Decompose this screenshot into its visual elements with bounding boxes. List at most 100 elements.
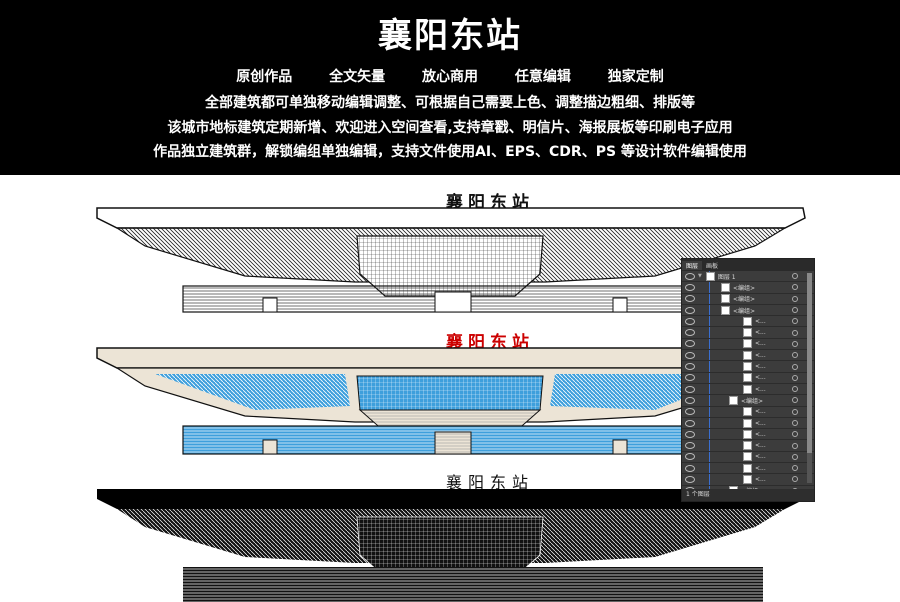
- layer-row-top[interactable]: ▼ 图层 1: [682, 271, 814, 283]
- eye-icon[interactable]: [685, 272, 695, 280]
- page-title: 襄阳东站: [378, 16, 522, 56]
- layer-row[interactable]: <...: [682, 440, 814, 452]
- layer-thumbnail: [743, 407, 752, 417]
- description-line-2: 该城市地标建筑定期新增、欢迎进入空间查看,支持章戳、明信片、海报展板等印刷电子应…: [167, 120, 733, 136]
- eye-icon[interactable]: [685, 475, 695, 483]
- layer-thumbnail: [743, 362, 752, 372]
- layers-footer: 1 个图层: [682, 489, 814, 501]
- station-illustration-black: [97, 489, 805, 602]
- eye-icon[interactable]: [685, 464, 695, 472]
- layer-thumbnail: [721, 294, 730, 304]
- eye-icon[interactable]: [685, 396, 695, 404]
- layer-row[interactable]: <...: [682, 350, 814, 362]
- target-circle-icon[interactable]: [792, 352, 798, 359]
- layer-row[interactable]: <...: [682, 418, 814, 430]
- layer-row[interactable]: <...: [682, 384, 814, 396]
- station-illustration-lineart: [96, 207, 806, 313]
- layers-panel[interactable]: 图层 画板 ▼ 图层 1 <编组><编组><编组><...<...<...<..…: [681, 258, 815, 502]
- feature-item: 独家定制: [607, 69, 664, 85]
- target-circle-icon[interactable]: [792, 284, 798, 291]
- layer-name: <...: [755, 385, 766, 393]
- target-circle-icon[interactable]: [792, 363, 798, 370]
- eye-icon[interactable]: [685, 408, 695, 416]
- layer-row[interactable]: <...: [682, 361, 814, 373]
- tab-layers[interactable]: 图层: [682, 260, 703, 270]
- layer-thumbnail: [721, 305, 730, 315]
- target-circle-icon[interactable]: [792, 442, 798, 449]
- layer-row[interactable]: <...: [682, 474, 814, 486]
- target-circle-icon[interactable]: [792, 318, 798, 325]
- layer-name: <...: [755, 363, 766, 371]
- target-circle-icon[interactable]: [792, 295, 798, 302]
- target-circle-icon[interactable]: [792, 340, 798, 347]
- layer-thumbnail: [743, 373, 752, 383]
- tab-artboards[interactable]: 画板: [706, 262, 719, 270]
- layer-name: <...: [755, 329, 766, 337]
- target-circle-icon[interactable]: [792, 420, 798, 426]
- eye-icon[interactable]: [685, 385, 695, 393]
- layer-row[interactable]: <编组>: [682, 395, 814, 407]
- layer-row[interactable]: <...: [682, 429, 814, 441]
- layer-name: <...: [755, 317, 766, 325]
- chevron-down-icon[interactable]: ▼: [698, 273, 702, 280]
- target-circle-icon[interactable]: [792, 273, 798, 280]
- layer-name: <...: [755, 453, 766, 461]
- eye-icon[interactable]: [685, 351, 695, 359]
- target-circle-icon[interactable]: [792, 431, 798, 438]
- target-circle-icon[interactable]: [792, 386, 798, 393]
- layer-row[interactable]: <...: [682, 452, 814, 464]
- layer-row[interactable]: <编组>: [682, 305, 814, 317]
- layer-row[interactable]: <编组>: [682, 282, 814, 294]
- eye-icon[interactable]: [685, 363, 695, 371]
- layer-thumbnail: [743, 328, 752, 338]
- layer-row[interactable]: <...: [682, 373, 814, 384]
- layer-name: <...: [755, 374, 766, 382]
- eye-icon[interactable]: [685, 374, 695, 382]
- target-circle-icon[interactable]: [792, 465, 798, 472]
- eye-icon[interactable]: [685, 419, 695, 427]
- station-illustration-colored: [96, 347, 806, 455]
- target-circle-icon[interactable]: [792, 476, 798, 483]
- target-circle-icon[interactable]: [792, 408, 798, 415]
- target-circle-icon[interactable]: [792, 307, 798, 314]
- layer-name: <...: [755, 351, 766, 359]
- layer-row[interactable]: <...: [682, 407, 814, 418]
- layers-panel-tabs: 图层 画板: [682, 259, 814, 271]
- layer-name: <...: [755, 442, 766, 450]
- target-circle-icon[interactable]: [792, 329, 798, 336]
- description-line-3: 作品独立建筑群，解锁编组单独编辑，支持文件使用AI、EPS、CDR、PS 等设计…: [153, 144, 747, 160]
- layer-rows: <编组><编组><编组><...<...<...<...<...<...<...…: [682, 282, 814, 501]
- layer-name: <编组>: [733, 284, 756, 292]
- layer-thumbnail: [743, 350, 752, 360]
- layer-name: 图层 1: [717, 273, 736, 281]
- eye-icon[interactable]: [685, 317, 695, 325]
- layer-thumbnail: [743, 384, 752, 394]
- layer-row[interactable]: <编组>: [682, 294, 814, 305]
- eye-icon[interactable]: [685, 430, 695, 438]
- layer-name: <编组>: [733, 307, 756, 315]
- layer-row[interactable]: <...: [682, 463, 814, 475]
- scrollbar-thumb[interactable]: [807, 273, 812, 453]
- feature-item: 原创作品: [236, 69, 293, 85]
- layer-thumbnail: [743, 441, 752, 451]
- layer-thumbnail: [743, 452, 752, 462]
- layer-row[interactable]: <...: [682, 316, 814, 328]
- eye-icon[interactable]: [685, 329, 695, 337]
- target-circle-icon[interactable]: [792, 453, 798, 460]
- eye-icon[interactable]: [685, 283, 695, 291]
- eye-icon[interactable]: [685, 306, 695, 314]
- description-line-1: 全部建筑都可单独移动编辑调整、可根据自己需要上色、调整描边粗细、排版等: [205, 95, 695, 111]
- eye-icon[interactable]: [685, 340, 695, 348]
- target-circle-icon[interactable]: [792, 374, 798, 381]
- layer-row[interactable]: <...: [682, 327, 814, 339]
- feature-list: 原创作品 全文矢量 放心商用 任意编辑 独家定制: [0, 66, 900, 86]
- target-circle-icon[interactable]: [792, 397, 798, 404]
- layers-scrollbar[interactable]: [807, 273, 812, 483]
- layer-thumbnail: [721, 282, 730, 292]
- eye-icon[interactable]: [685, 442, 695, 450]
- eye-icon[interactable]: [685, 453, 695, 461]
- eye-icon[interactable]: [685, 295, 695, 303]
- layer-thumbnail: [743, 316, 752, 326]
- layer-row[interactable]: <...: [682, 339, 814, 351]
- layer-thumbnail: [743, 429, 752, 439]
